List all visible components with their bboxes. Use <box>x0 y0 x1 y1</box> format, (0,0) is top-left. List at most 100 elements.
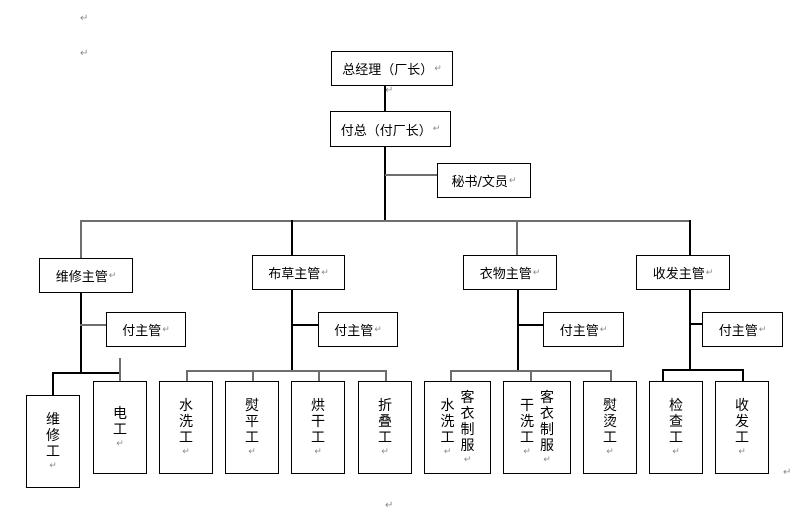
worker-label-char: 制 <box>540 421 554 438</box>
worker-label-char: 电 <box>113 405 127 422</box>
paragraph-mark: ↵ <box>385 85 394 96</box>
connector-line <box>517 324 544 326</box>
deputy-manager-box[interactable]: 付主管↵ <box>543 312 624 347</box>
worker-box[interactable]: 熨平工↵ <box>225 381 279 474</box>
paragraph-mark: ↵ <box>182 446 190 457</box>
dept-manager-box-garment[interactable]: 衣物主管↵ <box>463 255 557 290</box>
paragraph-mark: ↵ <box>599 324 608 335</box>
paragraph-mark: ↵ <box>80 13 89 24</box>
deputy-manager-box[interactable]: 付主管↵ <box>318 312 398 347</box>
connector-line <box>52 372 54 396</box>
paragraph-mark: ↵ <box>443 446 452 457</box>
paragraph-mark: ↵ <box>532 267 541 278</box>
top-bus-line <box>80 220 690 222</box>
worker-box[interactable]: 电工↵ <box>93 381 147 474</box>
worker-label-char: 水 <box>179 397 193 414</box>
dept-manager-label: 衣物主管 <box>479 267 532 282</box>
connector-line <box>450 370 452 381</box>
worker-label-char: 维 <box>46 411 60 428</box>
worker-label-char: 服 <box>540 437 554 454</box>
paragraph-mark: ↵ <box>116 438 124 449</box>
worker-label-column: 收发工↵ <box>735 398 749 458</box>
connector-line <box>662 369 664 381</box>
worker-box[interactable]: 检查工↵ <box>649 381 703 474</box>
secretary-box[interactable]: 秘书/文员↵ <box>437 163 531 198</box>
connector-line <box>662 369 742 371</box>
paragraph-mark: ↵ <box>606 446 614 457</box>
worker-label-char: 烘 <box>311 397 325 414</box>
gm-box[interactable]: 总经理（厂长）↵ <box>331 51 453 86</box>
paragraph-mark: ↵ <box>385 500 394 511</box>
paragraph-mark: ↵ <box>381 446 389 457</box>
worker-label-char: 洗 <box>520 413 534 430</box>
worker-box[interactable]: 客衣制服 ↵干洗工↵ <box>503 381 571 474</box>
worker-label-char: 收 <box>735 397 749 414</box>
connector-line <box>291 324 318 326</box>
dept-manager-box-maintenance[interactable]: 维修主管↵ <box>39 258 133 293</box>
worker-label-char: 工 <box>603 429 617 446</box>
worker-label-column: 水洗工↵ <box>441 398 455 458</box>
paragraph-mark: ↵ <box>49 460 57 471</box>
worker-box[interactable]: 折叠工↵ <box>358 381 412 474</box>
worker-label-char: 熨 <box>245 397 259 414</box>
connector-line <box>252 370 254 381</box>
paragraph-mark: ↵ <box>463 454 472 465</box>
deputy-manager-label: 付主管 <box>718 324 758 339</box>
gm-label: 总经理（厂长） <box>342 63 434 78</box>
worker-label-char: 衣 <box>540 405 554 422</box>
connector-line <box>610 370 612 381</box>
connector-line <box>689 220 691 256</box>
connector-line <box>742 369 744 381</box>
worker-label-char: 工 <box>440 429 455 446</box>
worker-label-char: 工 <box>520 429 534 446</box>
worker-label-column: 熨烫工↵ <box>603 398 617 458</box>
worker-box[interactable]: 收发工↵ <box>715 381 769 474</box>
worker-label-char: 工 <box>179 429 193 446</box>
connector-line <box>385 370 387 381</box>
dept-manager-box-linen[interactable]: 布草主管↵ <box>252 255 345 290</box>
connector-line <box>385 174 437 176</box>
worker-box[interactable]: 维修工↵ <box>26 395 80 488</box>
deputy-gm-label: 付总（付厂长） <box>340 123 432 139</box>
paragraph-mark: ↵ <box>434 63 442 74</box>
paragraph-mark: ↵ <box>738 446 746 457</box>
worker-label-char: 烫 <box>603 413 617 430</box>
worker-box[interactable]: 烘干工↵ <box>291 381 345 474</box>
connector-line <box>384 146 386 220</box>
connector-line <box>516 220 518 256</box>
worker-label-char: 衣 <box>460 405 475 422</box>
deputy-manager-label: 付主管 <box>334 324 374 339</box>
worker-label-char: 工 <box>311 429 325 446</box>
worker-label-char: 工 <box>245 429 259 446</box>
worker-label-column: 干洗工↵ <box>520 398 534 458</box>
worker-label-column: 烘干工↵ <box>311 398 325 458</box>
worker-label-char: 工 <box>669 429 683 446</box>
connector-line <box>291 220 293 256</box>
worker-label-char: 客 <box>540 389 554 406</box>
paragraph-mark: ↵ <box>374 324 382 335</box>
connector-line <box>186 370 386 372</box>
worker-label-char: 洗 <box>179 413 193 430</box>
connector-line <box>689 323 703 325</box>
dept-manager-box-receiving[interactable]: 收发主管↵ <box>636 255 730 290</box>
paragraph-mark: ↵ <box>523 446 531 457</box>
connector-line <box>52 372 120 374</box>
worker-label-column: 电工↵ <box>113 406 127 450</box>
deputy-manager-box[interactable]: 付主管↵ <box>106 312 186 347</box>
deputy-manager-box[interactable]: 付主管↵ <box>702 312 783 347</box>
worker-box[interactable]: 客衣制服↵水洗工↵ <box>424 381 491 474</box>
worker-label-char: 工 <box>735 429 749 446</box>
worker-box[interactable]: 熨烫工↵ <box>583 381 637 474</box>
worker-label-column: 水洗工↵ <box>179 398 193 458</box>
worker-label-char: 工 <box>113 421 127 438</box>
connector-line <box>291 290 293 370</box>
deputy-gm-box[interactable]: 付总（付厂长）↵ <box>330 111 451 147</box>
connector-line <box>530 370 532 381</box>
paragraph-mark: ↵ <box>321 267 329 278</box>
paragraph-mark: ↵ <box>162 324 170 335</box>
worker-box[interactable]: 水洗工↵ <box>159 381 213 474</box>
paragraph-mark: ↵ <box>508 175 517 186</box>
worker-label-column: 检查工↵ <box>669 398 683 458</box>
worker-label-char: 平 <box>245 413 259 430</box>
deputy-manager-label: 付主管 <box>559 324 599 339</box>
